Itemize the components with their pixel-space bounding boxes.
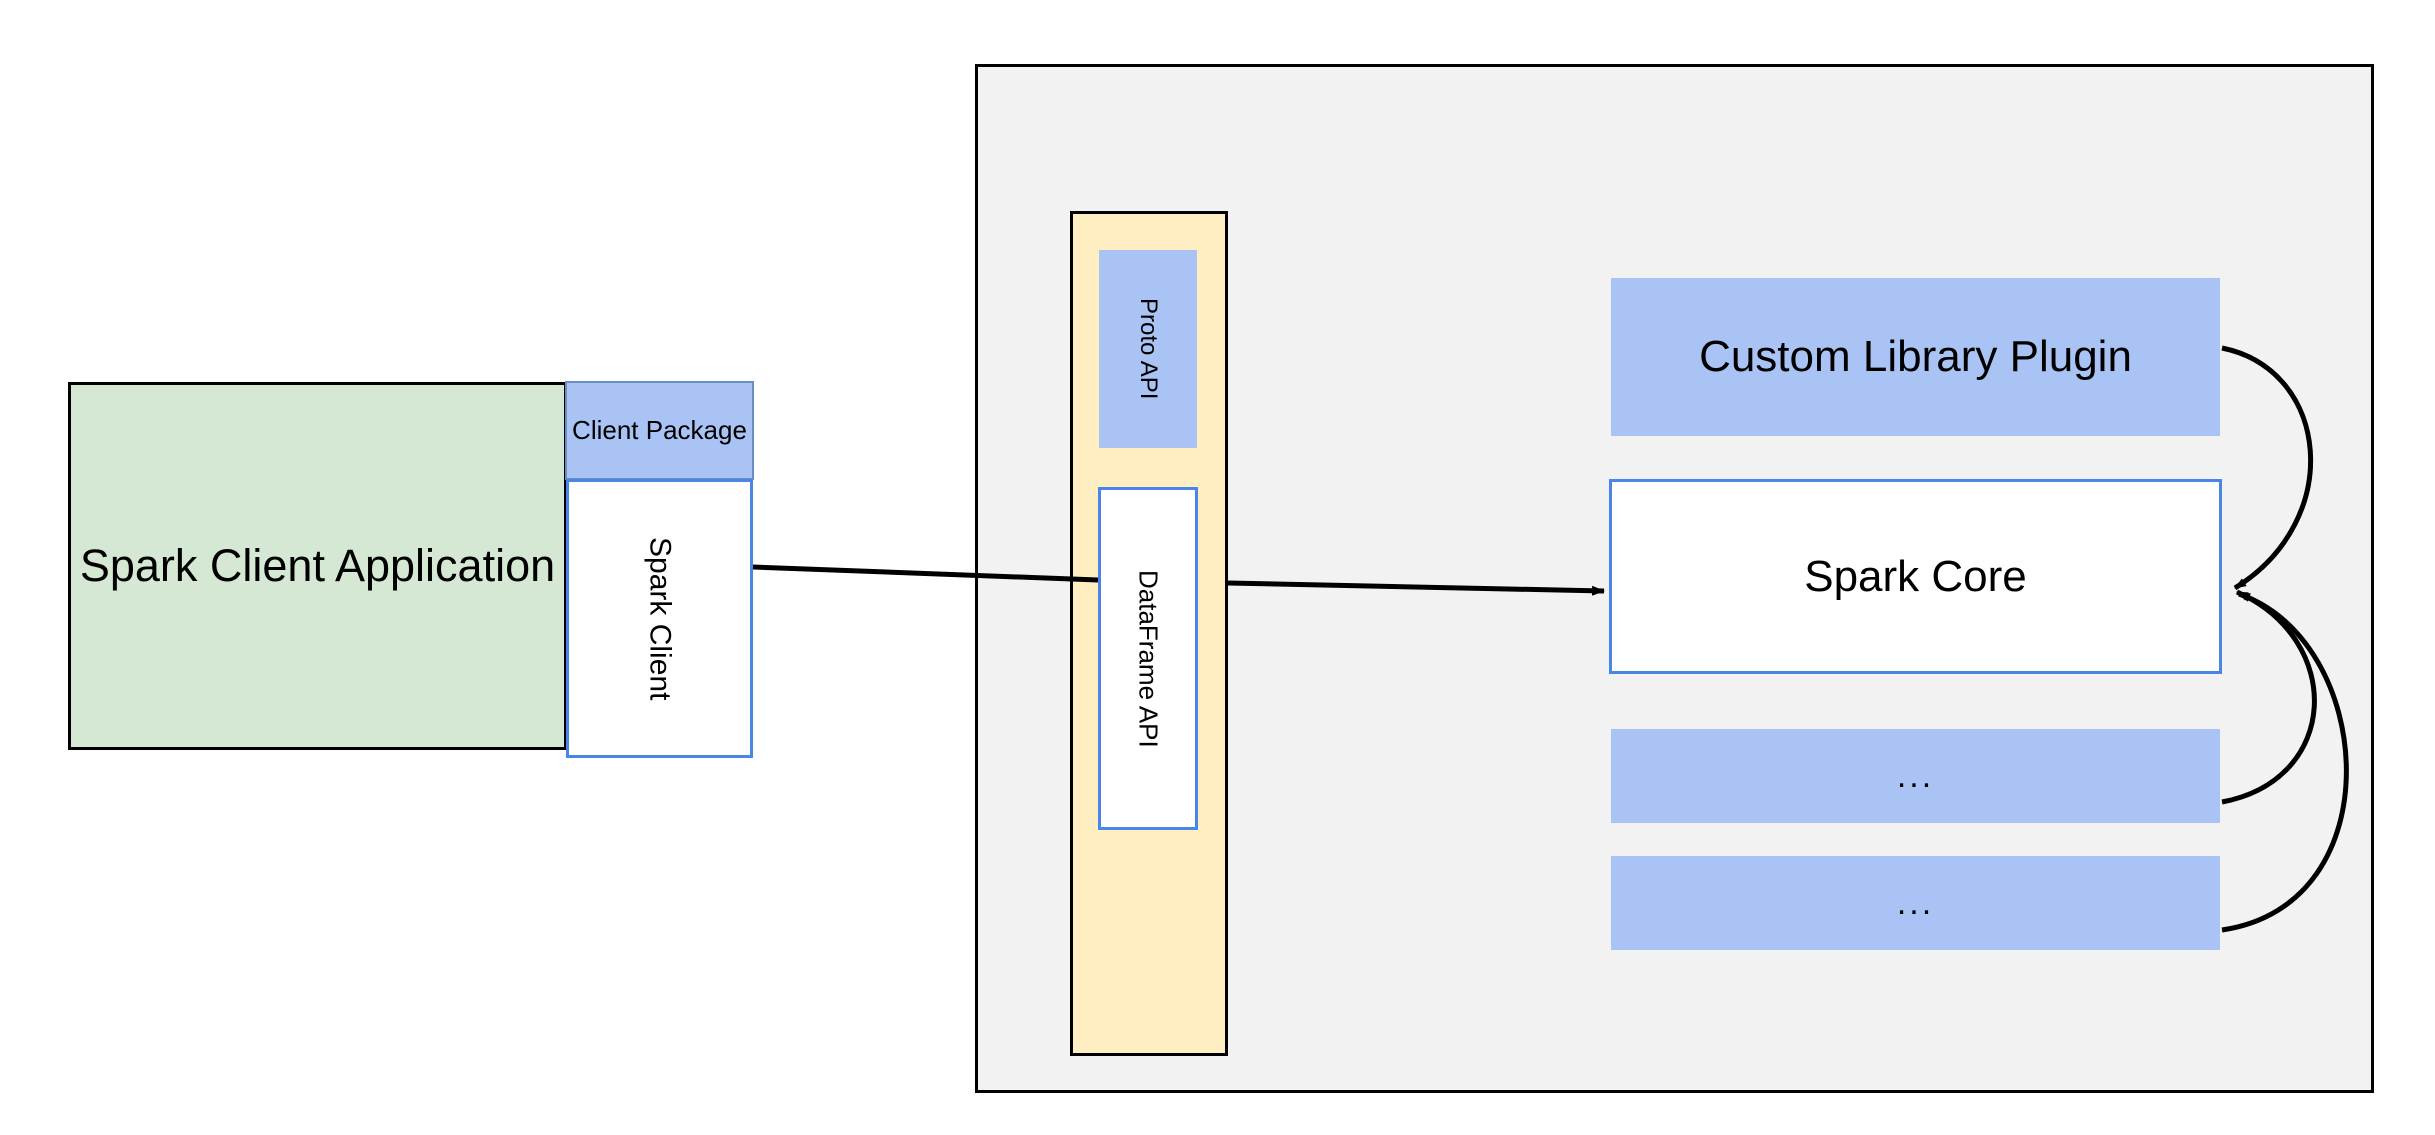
client-package-box: Client Package [565, 381, 754, 480]
spark-client-label: Spark Client [643, 536, 677, 701]
plugin-placeholder-box-2: ... [1611, 856, 2220, 950]
spark-client-box: Spark Client [566, 479, 753, 758]
spark-client-application-box: Spark Client Application [68, 382, 567, 750]
plugin-placeholder-box-1: ... [1611, 729, 2220, 823]
dataframe-api-label: DataFrame API [1133, 569, 1164, 748]
spark-core-box: Spark Core [1609, 479, 2222, 674]
proto-api-box: Proto API [1099, 250, 1197, 448]
proto-api-label: Proto API [1135, 298, 1162, 400]
custom-library-plugin-box: Custom Library Plugin [1611, 278, 2220, 436]
dataframe-api-box: DataFrame API [1098, 487, 1198, 830]
